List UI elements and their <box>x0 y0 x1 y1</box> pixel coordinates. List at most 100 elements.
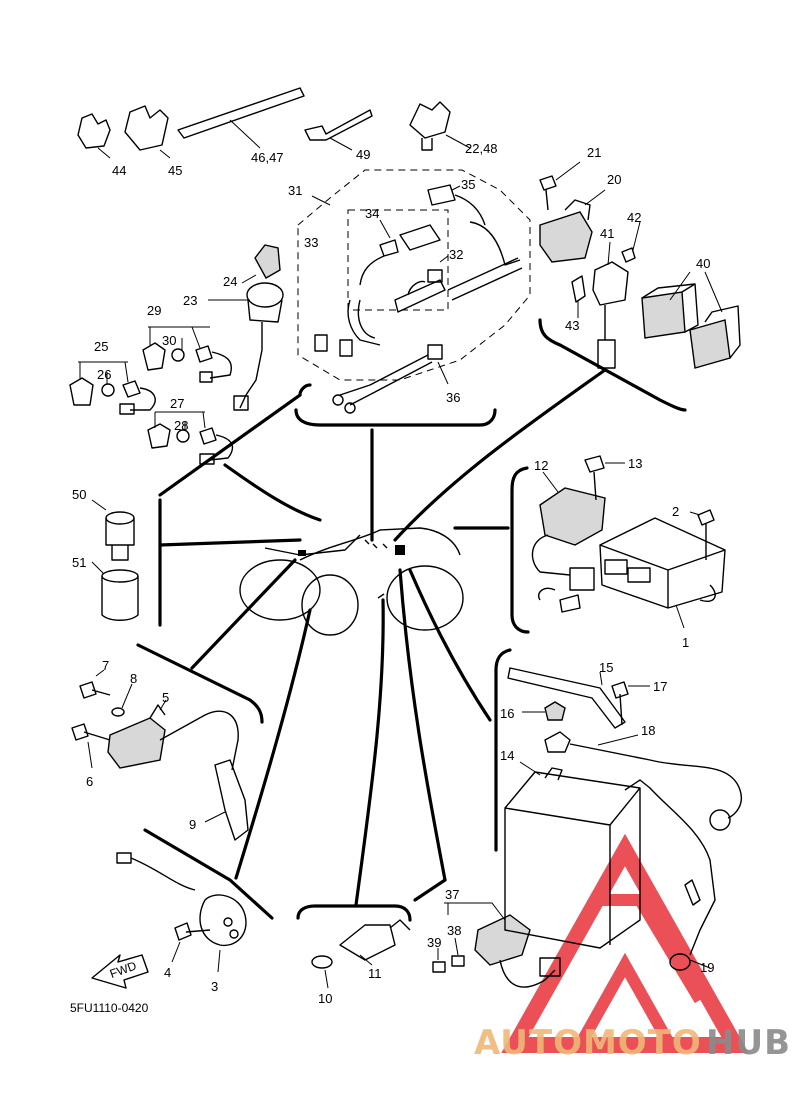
callout-9: 9 <box>189 817 196 832</box>
callout-16: 16 <box>500 706 514 721</box>
part-21-bolt <box>539 161 581 211</box>
part-16-damper <box>522 701 566 721</box>
callout-14: 14 <box>500 748 514 763</box>
part-51-sleeve <box>91 561 139 621</box>
callout-50: 50 <box>72 487 86 502</box>
callout-32: 32 <box>449 247 463 262</box>
part-17-bolt <box>611 681 650 726</box>
part-34-connector <box>359 219 441 286</box>
part-49-band <box>304 109 373 151</box>
callout-44: 44 <box>112 163 126 178</box>
part-29-30-bulb-sockets <box>142 326 232 383</box>
part-38-fuse <box>451 937 465 967</box>
callout-37: 37 <box>445 887 459 902</box>
fwd-arrow <box>91 954 149 989</box>
vehicle-body-outline <box>239 527 464 636</box>
callout-51: 51 <box>72 555 86 570</box>
part-43-bracket <box>571 275 586 318</box>
callout-46-47: 46,47 <box>251 150 284 165</box>
callout-25: 25 <box>94 339 108 354</box>
part-24-key <box>254 244 281 279</box>
callout-10: 10 <box>318 991 332 1006</box>
part-14-battery <box>504 761 641 949</box>
callout-4: 4 <box>164 965 171 980</box>
part-3-sensor <box>116 852 247 973</box>
callout-24: 24 <box>223 274 237 289</box>
callout-36: 36 <box>446 390 460 405</box>
callout-26: 26 <box>97 367 111 382</box>
part-23-main-switch <box>233 282 284 411</box>
watermark-text-automoto: AUTOMOTO <box>474 1023 702 1063</box>
part-46-47-cable-tie <box>177 87 305 149</box>
callout-42: 42 <box>627 210 641 225</box>
callout-2: 2 <box>672 504 679 519</box>
part-20-starter-relay <box>539 189 606 263</box>
part-7-bolt <box>79 669 111 699</box>
callout-3: 3 <box>211 979 218 994</box>
callout-18: 18 <box>641 723 655 738</box>
part-31-wiring-kit-box <box>297 169 531 381</box>
part-19-battery-lead <box>624 779 716 971</box>
callout-29: 29 <box>147 303 161 318</box>
watermark-logo <box>501 833 749 1053</box>
part-37-relay-unit <box>444 902 561 988</box>
part-23-leaders <box>208 274 257 301</box>
part-4-bolt <box>171 922 211 963</box>
callout-19: 19 <box>700 960 714 975</box>
callout-27: 27 <box>170 396 184 411</box>
callout-49: 49 <box>356 147 370 162</box>
part-12-rectifier-regulator <box>531 471 606 613</box>
callout-40: 40 <box>696 256 710 271</box>
callout-13: 13 <box>628 456 642 471</box>
part-27-28-bulb-sockets <box>147 411 234 465</box>
part-42-screw <box>621 221 641 263</box>
callout-12: 12 <box>534 458 548 473</box>
watermark-text-hub: HUB <box>706 1023 791 1063</box>
part-31-wire-harness <box>314 257 523 357</box>
part-41-relay <box>592 241 629 369</box>
callout-1: 1 <box>682 635 689 650</box>
part-45-clamp <box>124 105 171 159</box>
callout-5: 5 <box>162 690 169 705</box>
callout-22-48: 22,48 <box>465 141 498 156</box>
callout-8: 8 <box>130 671 137 686</box>
callout-11: 11 <box>368 966 382 981</box>
part-35-connector <box>427 184 521 266</box>
callout-15: 15 <box>599 660 613 675</box>
part-32-connector <box>427 255 449 283</box>
callout-38: 38 <box>447 923 461 938</box>
callout-20: 20 <box>607 172 621 187</box>
callout-45: 45 <box>168 163 182 178</box>
group-leader-lines <box>158 368 607 907</box>
part-36-connector <box>332 344 449 414</box>
part-15-battery-band <box>507 667 626 729</box>
group-separators <box>136 318 687 922</box>
diagram-code: 5FU1110-0420 <box>70 1001 149 1015</box>
callout-31: 31 <box>288 183 302 198</box>
part-1-ecu <box>599 517 726 629</box>
part-25-26-bulb-sockets <box>69 361 156 415</box>
part-39-fuse <box>432 948 446 973</box>
part-11-switch <box>339 919 411 966</box>
part-50-socket <box>91 499 135 561</box>
callout-43: 43 <box>565 318 579 333</box>
callout-17: 17 <box>653 679 667 694</box>
callout-30: 30 <box>162 333 176 348</box>
part-10-washer <box>311 955 333 989</box>
part-18-battery-lead <box>544 731 742 831</box>
callout-41: 41 <box>600 226 614 241</box>
part-13-bolt <box>584 455 625 501</box>
callout-7: 7 <box>102 658 109 673</box>
part-6-bolt <box>71 723 111 769</box>
part-40-control-units <box>641 271 741 369</box>
callout-33: 33 <box>304 235 318 250</box>
callout-6: 6 <box>86 774 93 789</box>
part-8-washer <box>111 683 133 717</box>
part-9-plug-cap <box>204 759 249 841</box>
callout-35: 35 <box>461 177 475 192</box>
part-44-clamp <box>77 113 111 159</box>
callout-21: 21 <box>587 145 601 160</box>
callout-34: 34 <box>365 206 379 221</box>
